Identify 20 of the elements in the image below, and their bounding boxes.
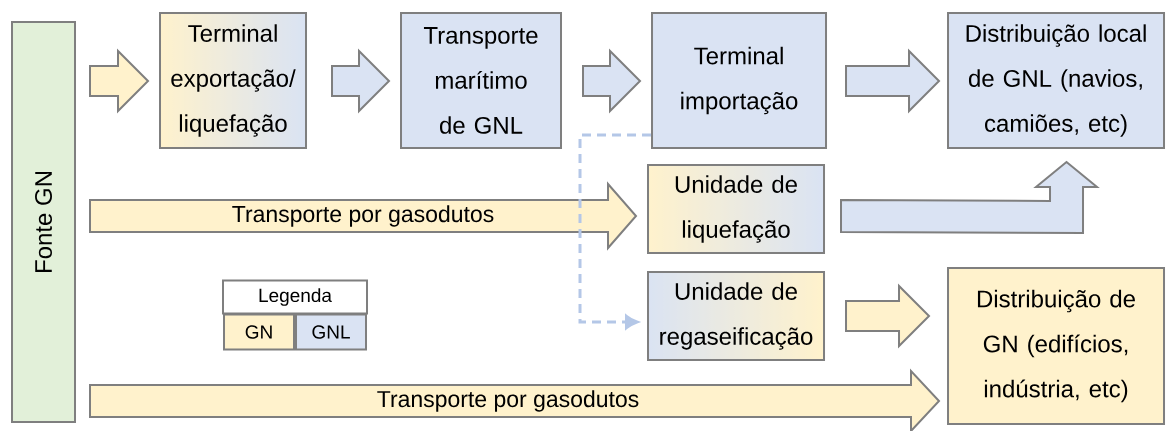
block-arrow	[89, 48, 150, 114]
block-arrow	[840, 160, 1100, 234]
block-arrow	[89, 181, 638, 251]
process-box: Terminal importação	[651, 12, 827, 149]
process-box: Unidade de liquefação	[647, 164, 825, 254]
process-box: Terminal exportação/ liquefação	[159, 12, 307, 149]
legend-title: Legenda	[222, 279, 368, 315]
block-arrow	[331, 48, 391, 114]
block-arrow	[582, 48, 642, 114]
process-box: Unidade de regaseificação	[647, 271, 825, 361]
dashed-arrow	[578, 133, 651, 330]
process-box: Distribuição local de GNL (navios, camiões, etc)	[947, 12, 1165, 149]
process-box: Transporte marítimo de GNL	[400, 12, 562, 149]
block-arrow	[845, 283, 931, 349]
edge-label: Transporte por gasodutos	[377, 390, 639, 412]
block-arrow	[845, 48, 941, 114]
source-bar: Fonte GN	[11, 21, 76, 423]
edge-label: Transporte por gasodutos	[232, 205, 494, 227]
block-arrow	[89, 368, 941, 431]
process-box: Distribuição de GN (edifícios, indústria, etc)	[947, 267, 1165, 425]
